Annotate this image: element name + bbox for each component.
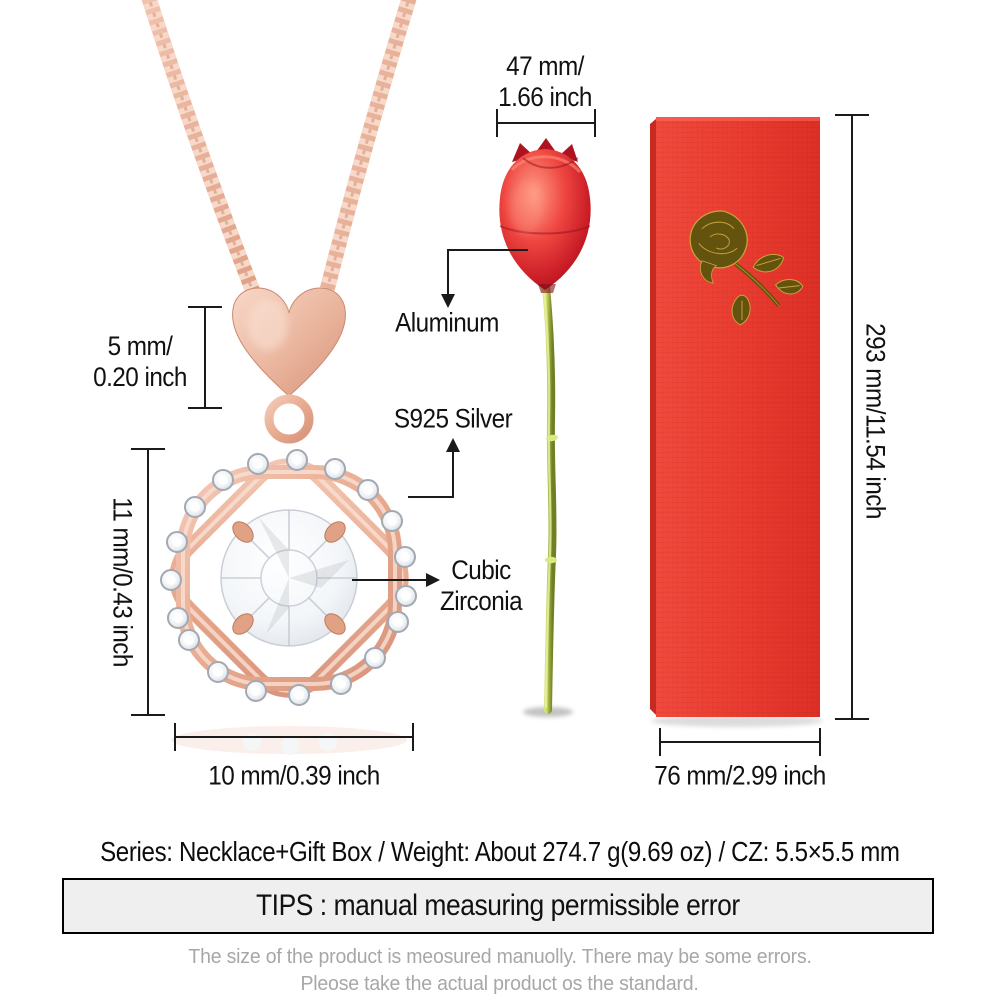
box-width-dimension-label: 76 mm/2.99 inch	[654, 760, 826, 791]
rose-width-line1: 47 mm/	[506, 51, 584, 81]
disclaimer-text-1: The size of the product is meosured manu…	[188, 945, 812, 968]
rose-figurine-image	[499, 138, 591, 717]
dim-heart-height-line	[188, 306, 222, 409]
series-spec-line: Series: Necklace+Gift Box / Weight: Abou…	[0, 836, 1000, 868]
heart-height-line1: 5 mm/	[107, 331, 173, 361]
necklace-chain-image	[141, 0, 417, 297]
dim-box-width-line	[659, 728, 821, 756]
silver-arrowhead	[446, 438, 460, 452]
pendant-image	[160, 449, 417, 755]
disclaimer-line-2: Pleose take the actual product os the st…	[0, 972, 1000, 996]
rose-bud	[499, 138, 591, 293]
cz-label-line1: Cubic	[451, 555, 511, 585]
rose-stem	[542, 282, 557, 714]
dim-rose-width-line	[496, 109, 596, 137]
cz-arrowhead	[426, 573, 440, 587]
dim-pendant-width-line	[174, 723, 414, 751]
disclaimer-line-1: The size of the product is meosured manu…	[0, 945, 1000, 969]
disclaimer-text-2: Pleose take the actual product os the st…	[300, 972, 700, 995]
aluminum-leader-line	[447, 249, 528, 296]
gold-rose-print	[689, 210, 804, 326]
aluminum-material-label: Aluminum	[395, 307, 499, 338]
silver-material-label: S925 Silver	[393, 403, 513, 434]
dim-box-height-line	[835, 114, 869, 720]
silver-leader-line	[408, 450, 454, 498]
tips-banner-text: TIPS : manual measuring permissible erro…	[256, 889, 740, 922]
dim-pendant-height-line	[131, 448, 165, 716]
pendant-reflection	[171, 726, 407, 755]
pendant-height-dimension-label: 11 mm/0.43 inch	[107, 497, 138, 667]
gift-box-image	[650, 117, 823, 727]
bail-ring	[264, 394, 314, 444]
heart-height-dimension-label: 5 mm/ 0.20 inch	[93, 331, 187, 393]
pendant-width-dimension-label: 10 mm/0.39 inch	[208, 760, 380, 791]
series-spec-text: Series: Necklace+Gift Box / Weight: Abou…	[100, 836, 900, 867]
cz-label-line2: Zirconia	[439, 586, 523, 616]
aluminum-arrowhead	[441, 294, 455, 308]
center-cz-stone	[220, 509, 358, 647]
heart-bail-image	[232, 287, 346, 444]
pave-stones	[160, 449, 417, 706]
cubic-zirconia-label: Cubic Zirconia	[439, 555, 523, 617]
box-height-dimension-label: 293 mm/11.54 inch	[860, 323, 891, 519]
rose-width-dimension-label: 47 mm/ 1.66 inch	[498, 51, 592, 113]
tips-banner: TIPS : manual measuring permissible erro…	[62, 878, 934, 934]
rose-width-line2: 1.66 inch	[498, 82, 592, 112]
heart-height-line2: 0.20 inch	[93, 362, 187, 392]
